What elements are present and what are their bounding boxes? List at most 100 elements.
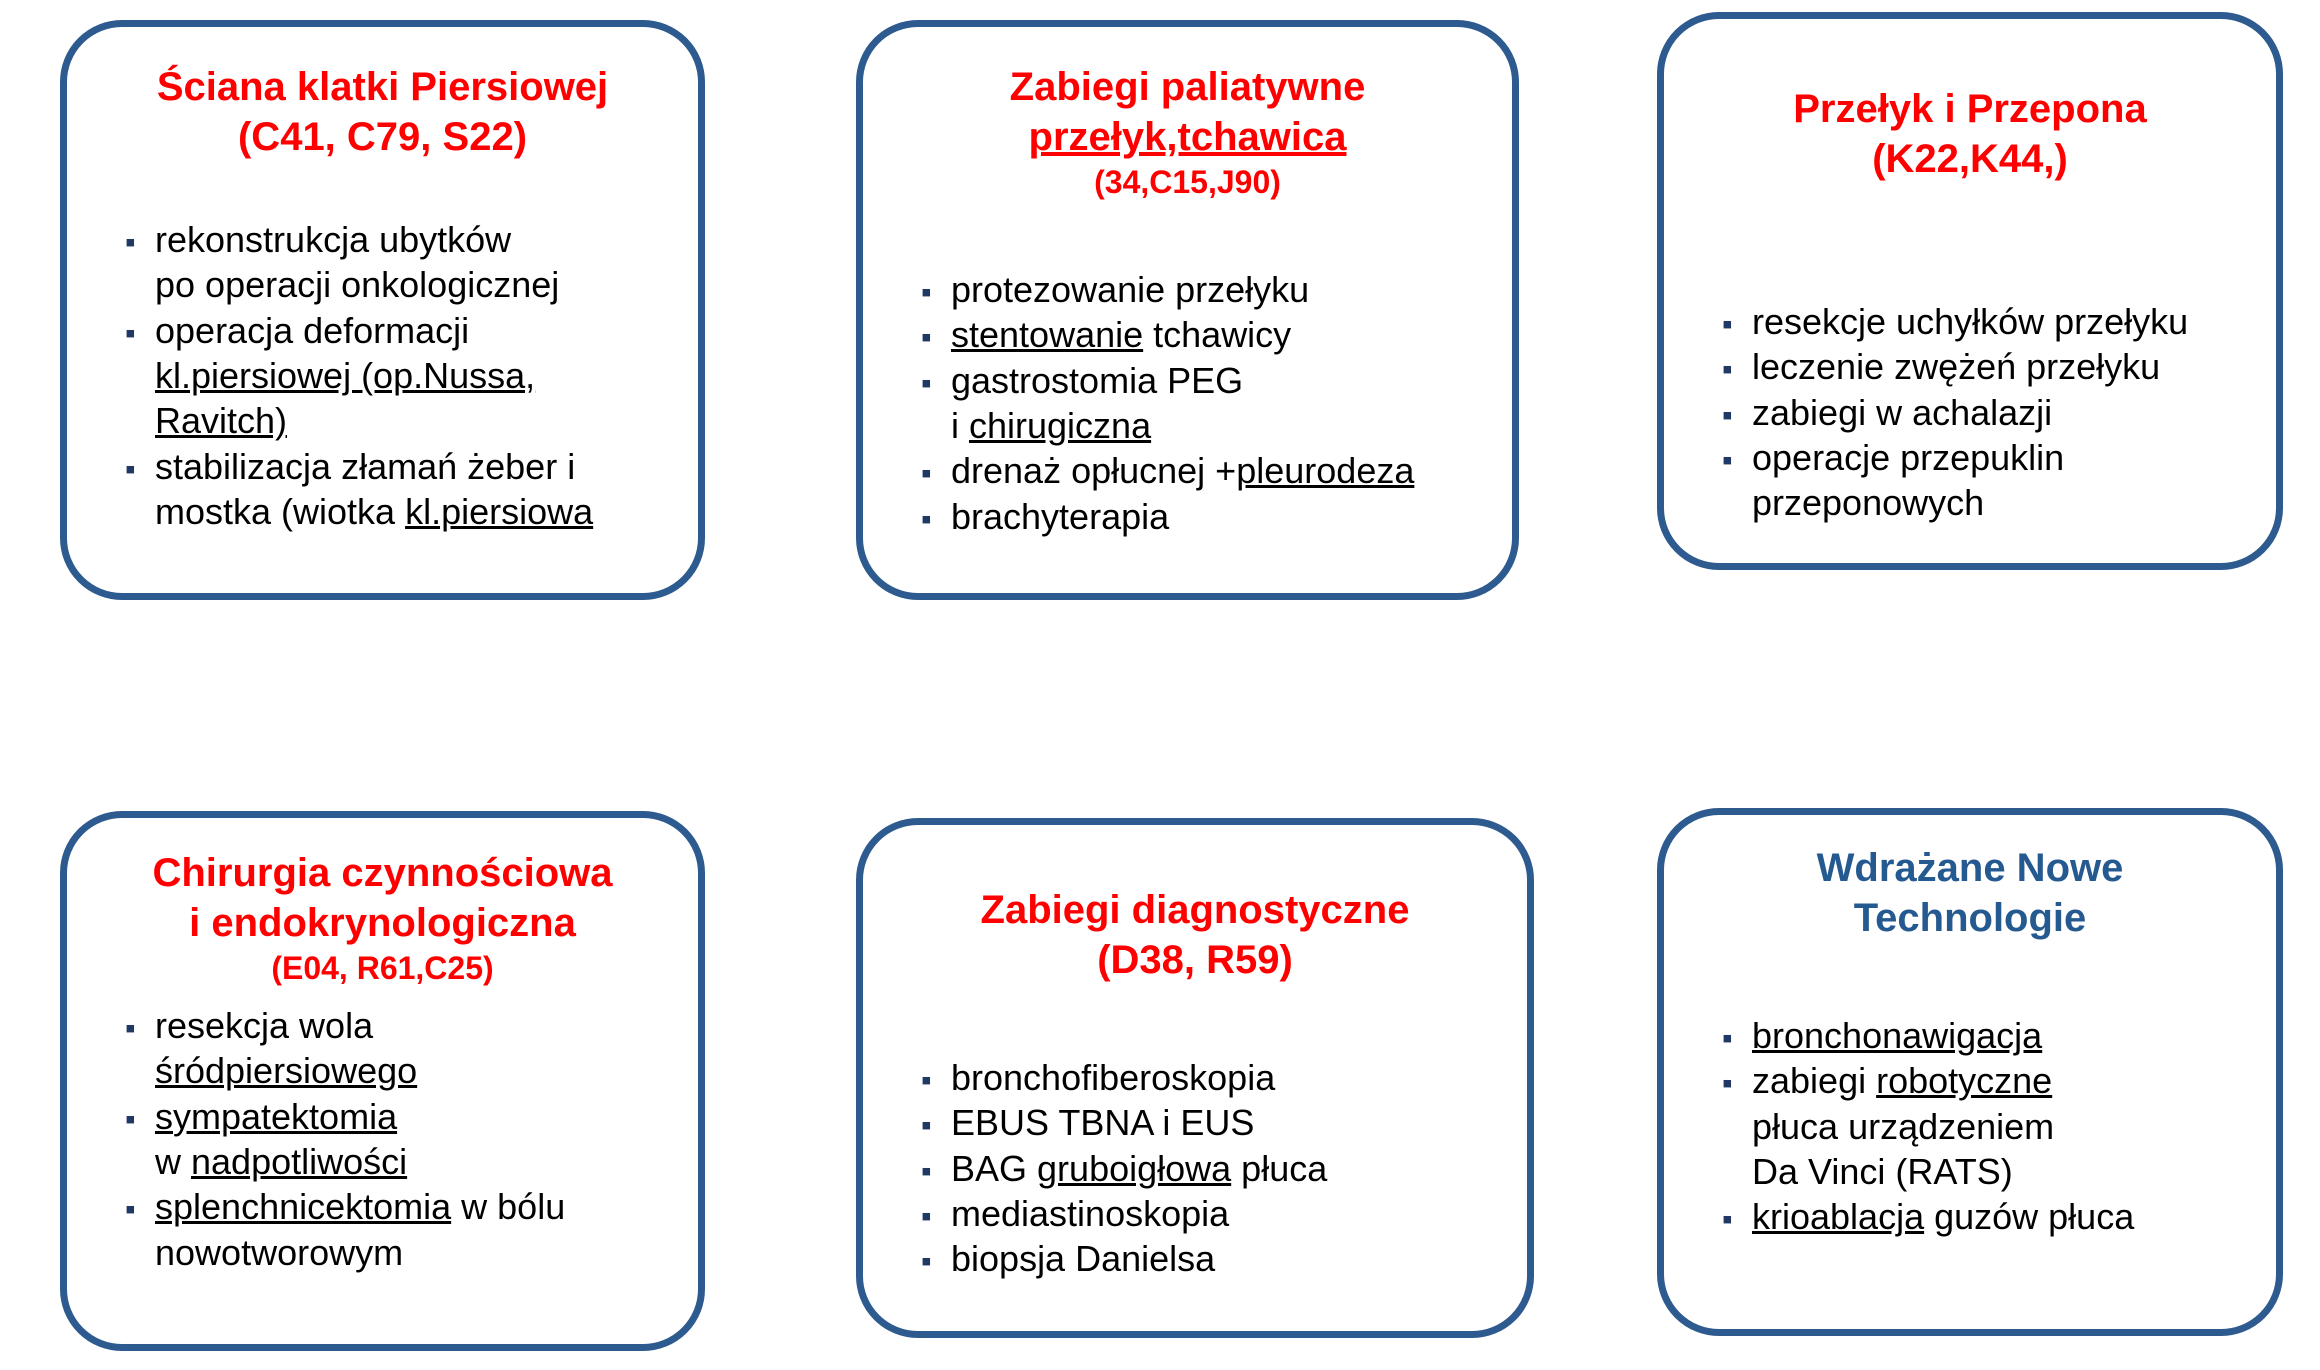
bullet-icon: ▪: [125, 226, 136, 259]
text-segment: sympatektomia: [155, 1095, 398, 1137]
list-item-continuation: przeponowych: [1722, 480, 2236, 525]
text-segment: mediastinoskopia: [951, 1193, 1230, 1235]
text-segment: nadpotliwości: [191, 1141, 408, 1183]
text-segment: i: [951, 405, 969, 447]
list-item-continuation: w nadpotliwości: [125, 1139, 658, 1184]
list-item-continuation: kl.piersiowej (op.Nussa,: [125, 353, 658, 398]
list-item: ▪ drenaż opłucnej +pleurodeza: [921, 448, 1472, 493]
list-item: ▪leczenie zwężeń przełyku: [1722, 344, 2236, 389]
text-segment: tchawicy: [1143, 314, 1292, 356]
text-segment: resekcje uchyłków przełyku: [1752, 301, 2189, 342]
text-segment: bronchonawigacja: [1752, 1015, 2043, 1056]
list-item: ▪stabilizacja złamań żeber i: [125, 444, 658, 489]
text-segment: EBUS TBNA i EUS: [951, 1102, 1255, 1144]
box-zabiegi-diagnostyczne: Zabiegi diagnostyczne(D38, R59) ▪ bronchof…: [856, 818, 1534, 1338]
list-item: ▪ bronchofiberoskopia: [921, 1055, 1487, 1100]
list-item: ▪brachyterapia: [921, 494, 1472, 539]
text-segment: w: [155, 1141, 191, 1183]
list-item: ▪operacja deformacji: [125, 308, 658, 353]
text-segment: leczenie zwężeń przełyku: [1752, 346, 2161, 388]
text-segment: płuca urządzeniem: [1752, 1105, 2055, 1147]
text-segment: biopsja Danielsa: [951, 1238, 1216, 1280]
text-segment: zabiegi: [1752, 1060, 1877, 1102]
text-segment: resekcja wola: [155, 1005, 374, 1046]
list-item-continuation: nowotworowym: [125, 1230, 658, 1275]
title-line: (E04, R61,C25): [271, 950, 494, 986]
bullet-icon: ▪: [921, 1109, 932, 1143]
bullet-icon: ▪: [1722, 1022, 1733, 1055]
box-title-zabiegi-diagnostyczne: Zabiegi diagnostyczne(D38, R59): [863, 825, 1527, 985]
list-item: ▪ bronchonawigacja: [1722, 1013, 2236, 1058]
text-segment: Ravitch): [155, 400, 288, 442]
list-item: ▪operacje przepuklin: [1722, 435, 2236, 480]
bullet-icon: ▪: [921, 1200, 932, 1234]
text-segment: drenaż opłucnej +: [951, 450, 1237, 492]
text-segment: przeponowych: [1752, 482, 1985, 524]
text-segment: płuca: [1231, 1147, 1328, 1189]
text-segment: krioablacja: [1752, 1196, 1925, 1238]
text-segment: mostka (wiotka: [155, 491, 406, 533]
text-segment: śródpiersiowego: [155, 1050, 418, 1092]
bullet-icon: ▪: [1722, 1067, 1733, 1101]
title-line: (K22,K44,): [1872, 137, 2068, 181]
box-body: ▪resekcje uchyłków przełyku▪leczenie zwę…: [1664, 299, 2276, 526]
title-line: Chirurgia czynnościowa: [152, 851, 613, 895]
text-segment: bronchofiberoskopia: [951, 1057, 1276, 1098]
list-item-continuation: i chirugiczna: [921, 403, 1472, 448]
text-segment: po operacji onkologicznej: [155, 264, 560, 306]
box-body: ▪bronchofiberoskopia▪EBUS TBNA i EUS▪BAG…: [863, 1055, 1527, 1282]
list-item: ▪gastrostomia PEG: [921, 358, 1472, 403]
text-segment: stentowanie: [951, 314, 1144, 356]
box-body: ▪ protezowanie przełyku ▪ stentowanie tchaw…: [863, 267, 1512, 539]
text-segment: BAG: [951, 1147, 1038, 1189]
bullet-icon: ▪: [125, 452, 136, 486]
bullet-icon: ▪: [1722, 1203, 1733, 1237]
bullet-icon: ▪: [921, 457, 932, 491]
list-item: ▪rekonstrukcja ubytków: [125, 217, 658, 262]
bullet-icon: ▪: [921, 276, 932, 309]
bullet-icon: ▪: [125, 1193, 136, 1227]
box-title-przelyk-i-przepona: Przełyk i Przepona(K22,K44,): [1664, 19, 2276, 184]
text-segment: operacja deformacji: [155, 309, 470, 351]
text-segment: gastrostomia PEG: [951, 359, 1244, 401]
text-segment: nowotworowym: [155, 1231, 404, 1273]
text-segment: kl.piersiowa: [405, 491, 594, 533]
list-item: ▪ resekcja wola: [125, 1003, 658, 1048]
list-item: ▪ splenchnicektomia w bólu: [125, 1184, 658, 1229]
list-item: ▪krioablacja guzów płuca: [1722, 1194, 2236, 1239]
text-segment: robotyczne: [1876, 1060, 2053, 1102]
list-item-continuation: po operacji onkologicznej: [125, 262, 658, 307]
list-item: ▪ resekcje uchyłków przełyku: [1722, 299, 2236, 344]
text-segment: chirugiczna: [969, 405, 1152, 447]
list-item-continuation: Da Vinci (RATS): [1722, 1149, 2236, 1194]
bullet-icon: ▪: [1722, 444, 1733, 478]
text-segment: pleurodeza: [1236, 450, 1415, 492]
text-segment: splenchnicektomia: [155, 1186, 452, 1228]
text-segment: w bólu: [451, 1186, 566, 1228]
text-segment: protezowanie przełyku: [951, 269, 1310, 310]
box-title-sciana-klatki-piersiowej: Ściana klatki Piersiowej(C41, C79, S22): [67, 27, 698, 162]
text-segment: zabiegi w achalazji: [1752, 391, 2053, 433]
list-item: ▪ sympatektomia: [125, 1094, 658, 1139]
bullet-icon: ▪: [921, 1064, 932, 1097]
title-line: Technologie: [1853, 896, 2087, 940]
bullet-icon: ▪: [125, 1102, 136, 1136]
text-segment: kl.piersiowej (op.Nussa,: [155, 355, 536, 397]
list-item-continuation: śródpiersiowego: [125, 1048, 658, 1093]
title-line: (D38, R59): [1097, 938, 1293, 982]
title-line: (C41, C79, S22): [237, 115, 528, 159]
bullet-icon: ▪: [125, 1012, 136, 1045]
list-item: ▪BAG gruboigłowa płuca: [921, 1146, 1487, 1191]
text-segment: Da Vinci (RATS): [1752, 1151, 2013, 1193]
bullet-icon: ▪: [1722, 308, 1733, 341]
list-item-continuation: Ravitch): [125, 398, 658, 443]
list-item-continuation: płuca urządzeniem: [1722, 1104, 2236, 1149]
